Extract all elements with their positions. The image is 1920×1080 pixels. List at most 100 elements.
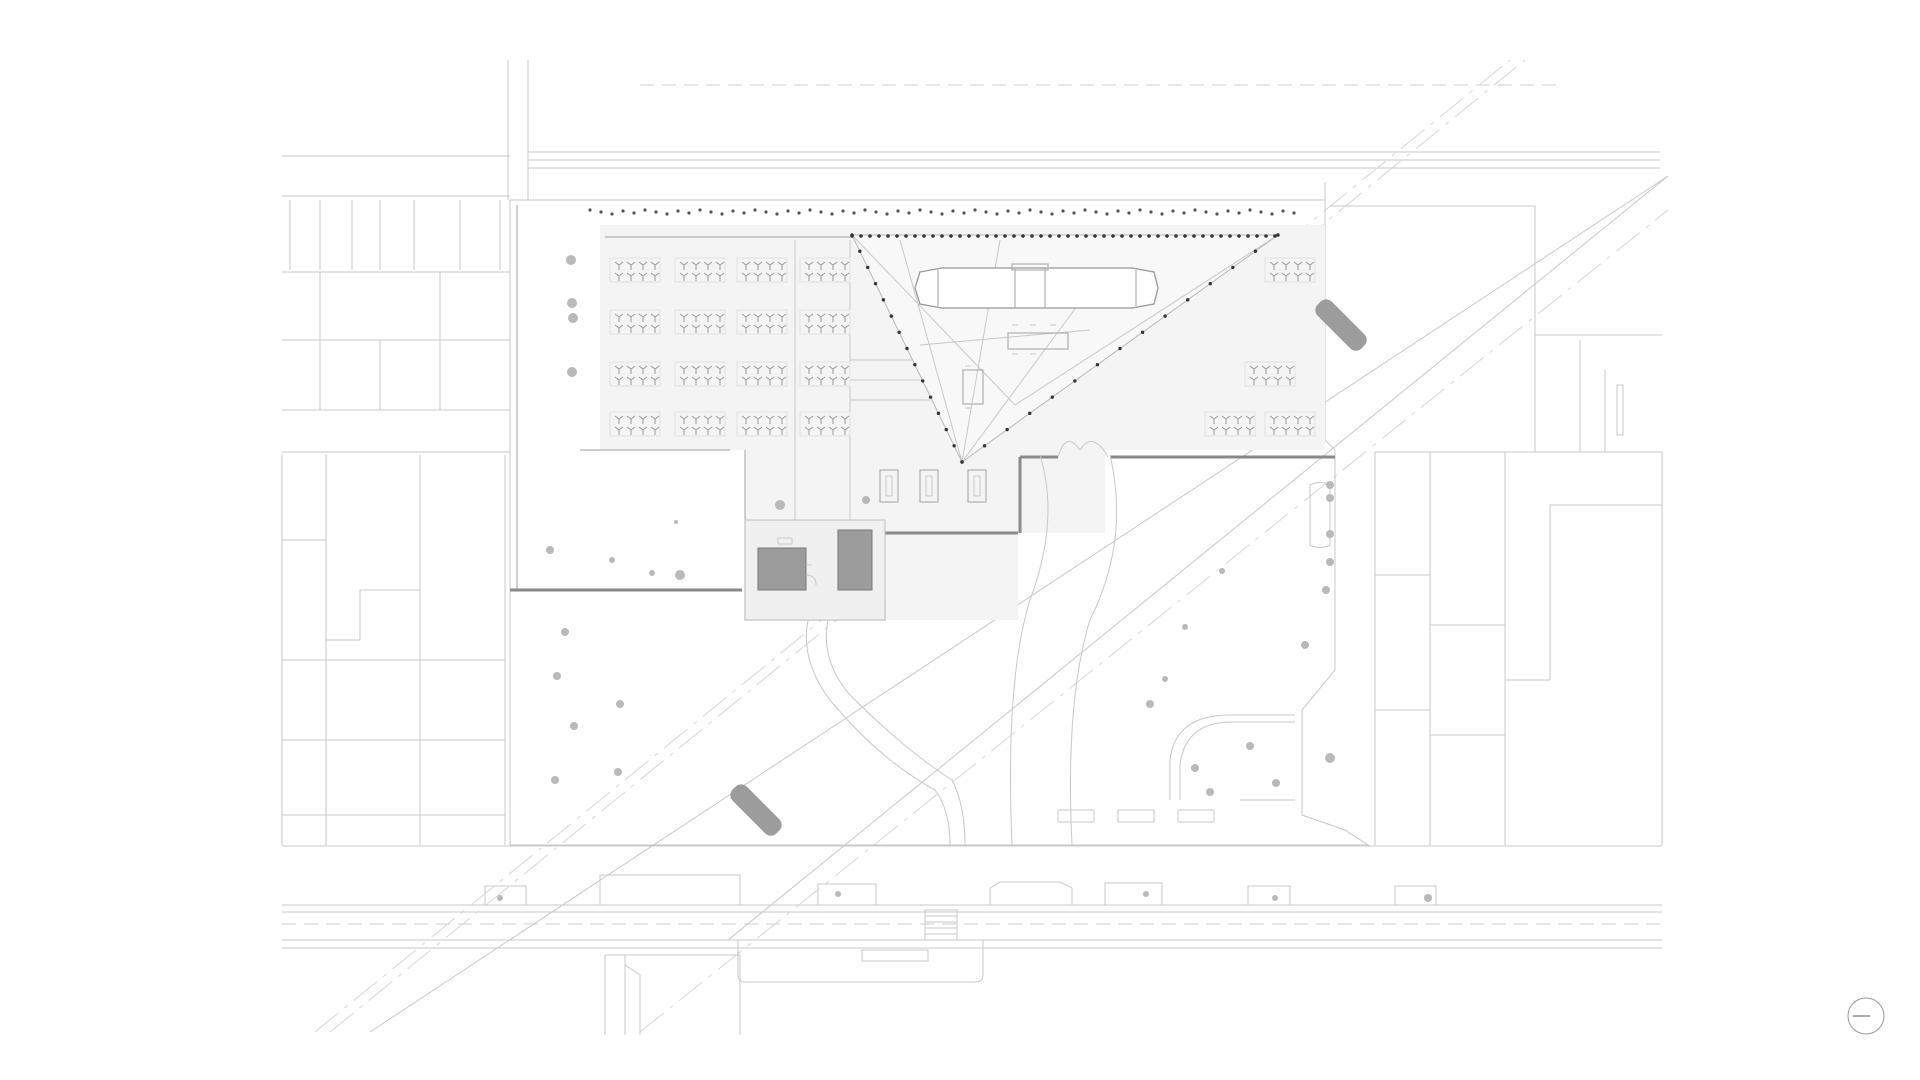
cluster-bounds [1204, 411, 1256, 437]
light-dot [621, 209, 625, 213]
chair-icon [1281, 426, 1291, 435]
chair-icon [1293, 261, 1303, 270]
light-dot [1255, 234, 1259, 238]
chair-icon [638, 272, 648, 281]
chair-icon [840, 313, 850, 322]
chair-icon [715, 415, 725, 424]
chair-icon [1293, 415, 1303, 424]
chair-icon [1305, 272, 1315, 281]
chair-icon [715, 376, 725, 385]
chair-icon [679, 415, 689, 424]
light-dot [985, 234, 989, 238]
benches [730, 299, 1367, 836]
light-dot [850, 233, 854, 237]
chair-icon [1269, 261, 1279, 270]
light-dot [1246, 234, 1250, 238]
light-dot [928, 395, 933, 399]
tree [1191, 764, 1199, 772]
chair-icon [741, 313, 751, 322]
trees [497, 255, 1432, 902]
chair-icon [1233, 426, 1243, 435]
chair-icon [1281, 415, 1291, 424]
light-dot [962, 211, 966, 215]
cluster-bounds [609, 361, 661, 387]
light-dot [1281, 209, 1285, 213]
chair-icon [638, 313, 648, 322]
light-dot [1228, 234, 1232, 238]
light-dot [1276, 233, 1280, 237]
cluster-bounds [799, 257, 851, 283]
light-dot [742, 211, 746, 215]
light-dot [1093, 234, 1097, 238]
light-dot [1116, 209, 1120, 213]
light-dot [643, 208, 647, 212]
chair-icon [679, 365, 689, 374]
chair-icon [650, 426, 660, 435]
light-dot [1160, 212, 1164, 216]
light-dot [753, 208, 757, 212]
light-dot [599, 210, 603, 214]
chair-icon [840, 415, 850, 424]
light-dot [858, 249, 862, 253]
chair-icon [804, 272, 814, 281]
light-dot [958, 234, 962, 238]
light-dot [1138, 208, 1142, 212]
chair-icon [614, 365, 624, 374]
chair-icon [650, 415, 660, 424]
kiosk-left [757, 547, 807, 591]
chair-icon [691, 376, 701, 385]
seating-cluster [799, 411, 851, 437]
cluster-bounds [736, 411, 788, 437]
light-dot [873, 281, 878, 286]
chair-icon [840, 426, 850, 435]
seating-cluster [674, 309, 726, 335]
tree [1424, 894, 1432, 902]
west-neighbour-buildings [281, 155, 510, 845]
chair-icon [715, 272, 725, 281]
seating-area [609, 257, 1316, 437]
seating-cluster [736, 411, 788, 437]
light-dot [1273, 234, 1277, 238]
light-dot [994, 234, 998, 238]
chair-icon [1281, 261, 1291, 270]
chair-icon [753, 261, 763, 270]
light-dot [1066, 234, 1070, 238]
chair-icon [753, 415, 763, 424]
chair-icon [679, 324, 689, 333]
chair-icon [816, 376, 826, 385]
light-dot [1120, 234, 1124, 238]
light-dot [1182, 211, 1186, 215]
chair-icon [691, 426, 701, 435]
chair-icon [679, 261, 689, 270]
chair-icon [626, 376, 636, 385]
chair-icon [626, 426, 636, 435]
light-dot [1264, 234, 1268, 238]
chair-icon [816, 324, 826, 333]
chair-icon [1233, 415, 1243, 424]
tree [1326, 530, 1334, 538]
chair-icon [765, 324, 775, 333]
chair-icon [1221, 426, 1231, 435]
light-dot [665, 212, 669, 216]
light-dot [808, 208, 812, 212]
chair-icon [777, 261, 787, 270]
chair-icon [753, 376, 763, 385]
light-dot [1129, 234, 1133, 238]
light-dot [1292, 211, 1296, 215]
chair-icon [638, 365, 648, 374]
light-dot [897, 330, 901, 334]
chair-icon [703, 426, 713, 435]
light-dot [610, 212, 614, 216]
light-dot [913, 363, 917, 367]
kiosks [744, 519, 886, 621]
light-dot [949, 234, 953, 238]
cluster-bounds [736, 257, 788, 283]
chair-icon [765, 261, 775, 270]
light-dot [1193, 208, 1197, 212]
chair-icon [703, 313, 713, 322]
cluster-bounds [609, 257, 661, 283]
chair-icon [1285, 376, 1295, 385]
chair-icon [1245, 426, 1255, 435]
chair-icon [840, 324, 850, 333]
